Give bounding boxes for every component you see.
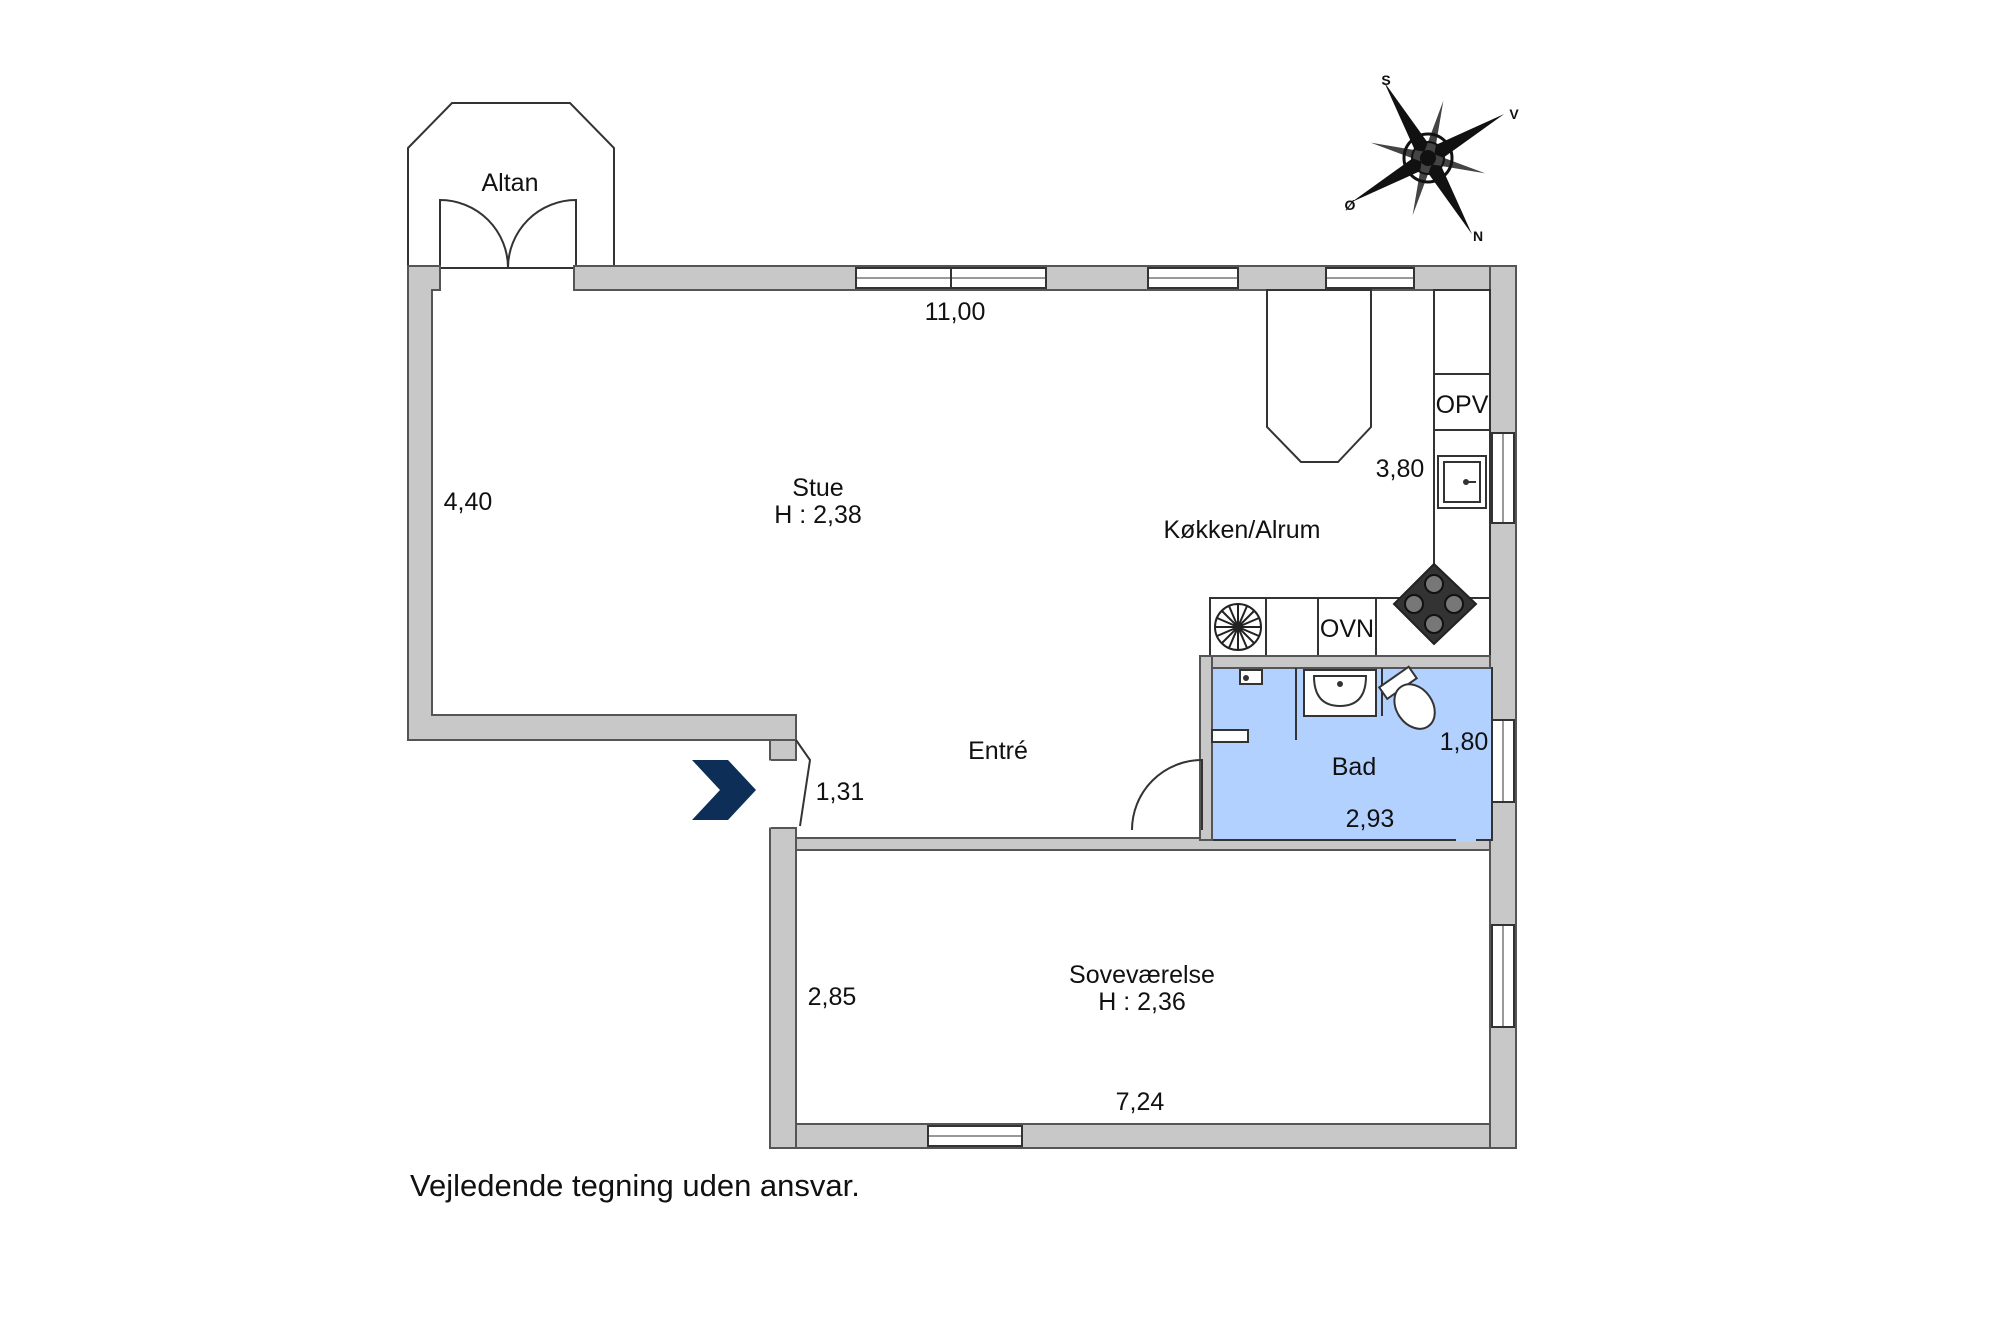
room-label-altan: Altan: [482, 169, 539, 197]
room-label-kitchen: Køkken/Alrum: [1164, 516, 1321, 544]
dimension-bed-height: 2,85: [808, 983, 857, 1011]
dimension-entry-width: 1,31: [816, 778, 865, 806]
room-label-stue: Stue: [792, 474, 843, 502]
compass-label-n: N: [1473, 228, 1483, 244]
disclaimer-text: Vejledende tegning uden ansvar.: [410, 1168, 860, 1203]
dimension-bath-width: 2,93: [1346, 805, 1395, 833]
compass-rose-icon: [1351, 81, 1505, 235]
compass-label-v: V: [1509, 106, 1519, 122]
dimension-kitchen-depth: 3,80: [1376, 455, 1425, 483]
kitchen-fixtures: [1209, 289, 1491, 657]
dimension-top-width: 11,00: [925, 298, 986, 326]
room-label-entre: Entré: [968, 737, 1028, 765]
appliance-label-oven: OVN: [1320, 615, 1374, 643]
compass-label-o: Ø: [1345, 197, 1356, 213]
room-label-bedroom: Soveværelse: [1069, 961, 1215, 989]
room-label-bad: Bad: [1332, 753, 1376, 781]
washbasin-icon: [1303, 669, 1377, 717]
entry-door: [769, 739, 812, 828]
stove-icon: [1392, 562, 1478, 646]
washer-icon: [1214, 603, 1262, 651]
entrance-arrow-icon: [692, 760, 756, 820]
appliance-label-fridge: OPV: [1436, 391, 1489, 419]
dimension-left-height: 4,40: [444, 488, 493, 516]
sink-icon: [1437, 455, 1487, 509]
bathroom: [1131, 655, 1493, 842]
windows: [855, 267, 1515, 1147]
room-height-bedroom: H : 2,36: [1098, 988, 1186, 1016]
room-height-stue: H : 2,38: [774, 501, 862, 529]
compass-label-s: S: [1381, 72, 1390, 88]
dimension-bed-width: 7,24: [1116, 1088, 1165, 1116]
dimension-bath-height: 1,80: [1440, 728, 1489, 756]
toilet-icon: [1377, 665, 1436, 730]
